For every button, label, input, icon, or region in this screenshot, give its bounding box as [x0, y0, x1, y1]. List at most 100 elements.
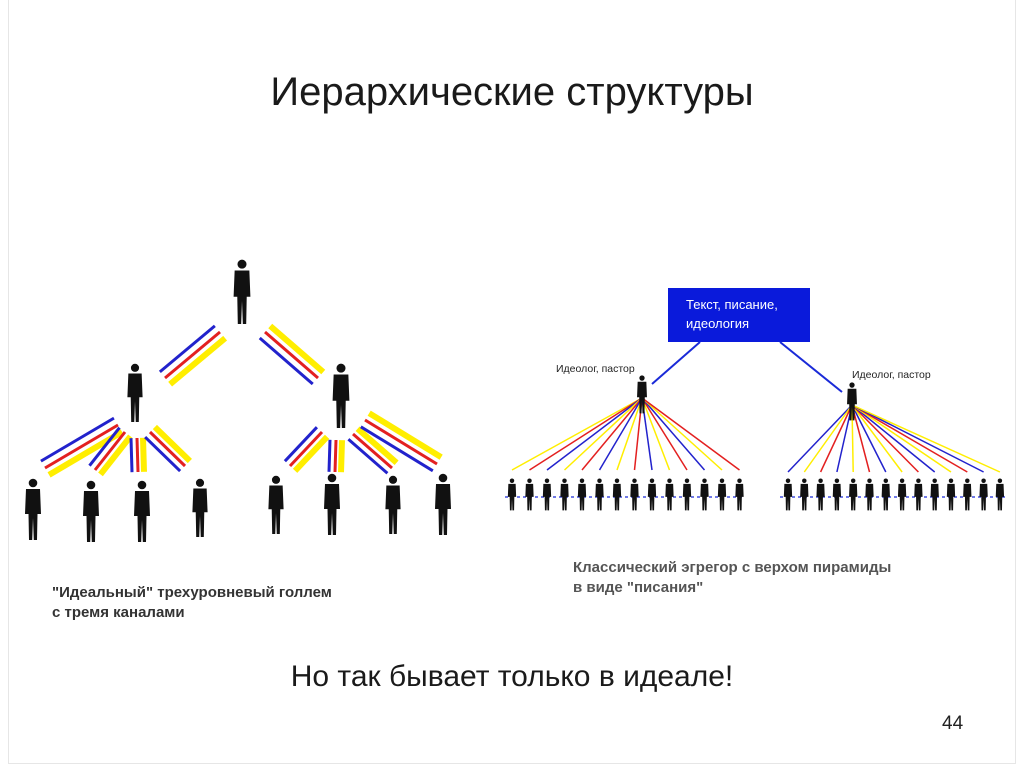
channel-line: [803, 404, 853, 473]
person-icon: [849, 478, 858, 511]
person-icon: [979, 478, 988, 511]
channel-line: [641, 397, 671, 471]
channel-line: [819, 404, 853, 473]
person-icon: [332, 363, 350, 428]
left-channel-lines: [40, 323, 443, 478]
person-icon: [783, 478, 793, 511]
channel-line: [598, 397, 643, 471]
channel-line: [292, 434, 330, 473]
channel-line: [288, 430, 324, 468]
channel-line: [352, 432, 393, 470]
person-icon: [963, 478, 972, 511]
person-icon: [897, 478, 907, 511]
person-icon: [324, 473, 340, 535]
right-followers: [507, 478, 1005, 511]
person-icon: [914, 478, 923, 511]
person-icon: [717, 478, 727, 511]
channel-line: [529, 397, 643, 471]
channel-line: [787, 404, 853, 473]
channel-line: [851, 404, 919, 473]
channel-line: [641, 397, 706, 471]
right-channel-lines: [511, 397, 1001, 473]
person-icon: [995, 478, 1005, 511]
person-icon: [832, 478, 842, 511]
person-icon: [83, 480, 99, 542]
channel-line: [264, 330, 319, 380]
person-icon: [525, 478, 534, 511]
right-egregor-diagram: Текст, писание, идеология Идеолог, пасто…: [505, 288, 1006, 596]
channel-line: [347, 438, 389, 475]
bottom-note: Но так бывает только в идеале!: [290, 660, 734, 693]
person-icon: [560, 478, 569, 511]
channel-line: [88, 426, 121, 467]
channel-line: [364, 418, 438, 466]
channel-line: [851, 404, 887, 473]
channel-line: [851, 404, 871, 473]
channel-line: [355, 426, 399, 465]
channel-line: [851, 404, 984, 473]
channel-line: [337, 440, 345, 473]
channel-line: [641, 397, 688, 471]
person-icon: [865, 478, 874, 511]
person-icon: [816, 478, 825, 511]
person-icon: [800, 478, 809, 511]
person-icon: [435, 473, 451, 535]
channel-line: [851, 404, 936, 473]
channel-line: [641, 397, 740, 471]
left-people: [25, 259, 451, 542]
person-icon: [192, 478, 208, 537]
channel-line: [158, 324, 216, 374]
person-icon: [665, 478, 674, 511]
ideology-box-line1: Текст, писание,: [686, 297, 778, 312]
ideologist-label-right: Идеолог, пастор: [852, 369, 931, 381]
channel-line: [851, 404, 903, 473]
channel-line: [152, 424, 192, 464]
person-icon: [682, 478, 692, 511]
box-connector-left: [651, 341, 701, 385]
channel-line: [98, 434, 133, 477]
channel-line: [511, 397, 643, 471]
channel-line: [40, 416, 115, 463]
ideology-box: [668, 288, 810, 342]
box-connector-right: [779, 341, 843, 393]
left-golem-diagram: "Идеальный" трехуровневый голлем с тремя…: [25, 259, 451, 621]
person-icon: [700, 478, 709, 511]
person-icon: [542, 478, 552, 511]
person-icon: [127, 363, 143, 422]
channel-line: [164, 330, 221, 380]
slide-title: Иерархические структуры: [270, 70, 754, 114]
channel-line: [44, 423, 119, 470]
person-icon: [735, 478, 744, 511]
channel-line: [168, 335, 228, 387]
channel-line: [360, 425, 434, 473]
person-icon: [25, 478, 41, 540]
channel-line: [283, 426, 318, 463]
channel-line: [129, 438, 134, 473]
person-icon: [630, 478, 639, 511]
channel-line: [258, 336, 314, 386]
left-caption-line2: с тремя каналами: [52, 604, 185, 621]
channel-line: [268, 323, 326, 375]
channel-line: [641, 397, 723, 471]
channel-line: [851, 404, 968, 473]
person-icon: [134, 480, 150, 542]
person-icon: [881, 478, 890, 511]
channel-line: [327, 439, 332, 472]
channel-line: [93, 431, 127, 471]
channel-line: [851, 404, 854, 473]
left-caption-line1: "Идеальный" трехуровневый голлем: [52, 584, 332, 601]
channel-line: [148, 430, 187, 468]
right-caption-line1: Классический эгрегор с верхом пирамиды: [573, 559, 891, 576]
right-caption-line2: в виде "писания": [573, 579, 703, 596]
channel-line: [135, 437, 140, 473]
channel-line: [581, 397, 643, 471]
person-icon: [233, 259, 251, 324]
channel-line: [367, 410, 443, 460]
person-icon: [385, 475, 401, 534]
channel-line: [144, 435, 182, 473]
ideologist-label-left: Идеолог, пастор: [556, 363, 635, 375]
channel-line: [139, 437, 147, 472]
channel-line: [563, 397, 643, 471]
channel-line: [851, 404, 1001, 473]
